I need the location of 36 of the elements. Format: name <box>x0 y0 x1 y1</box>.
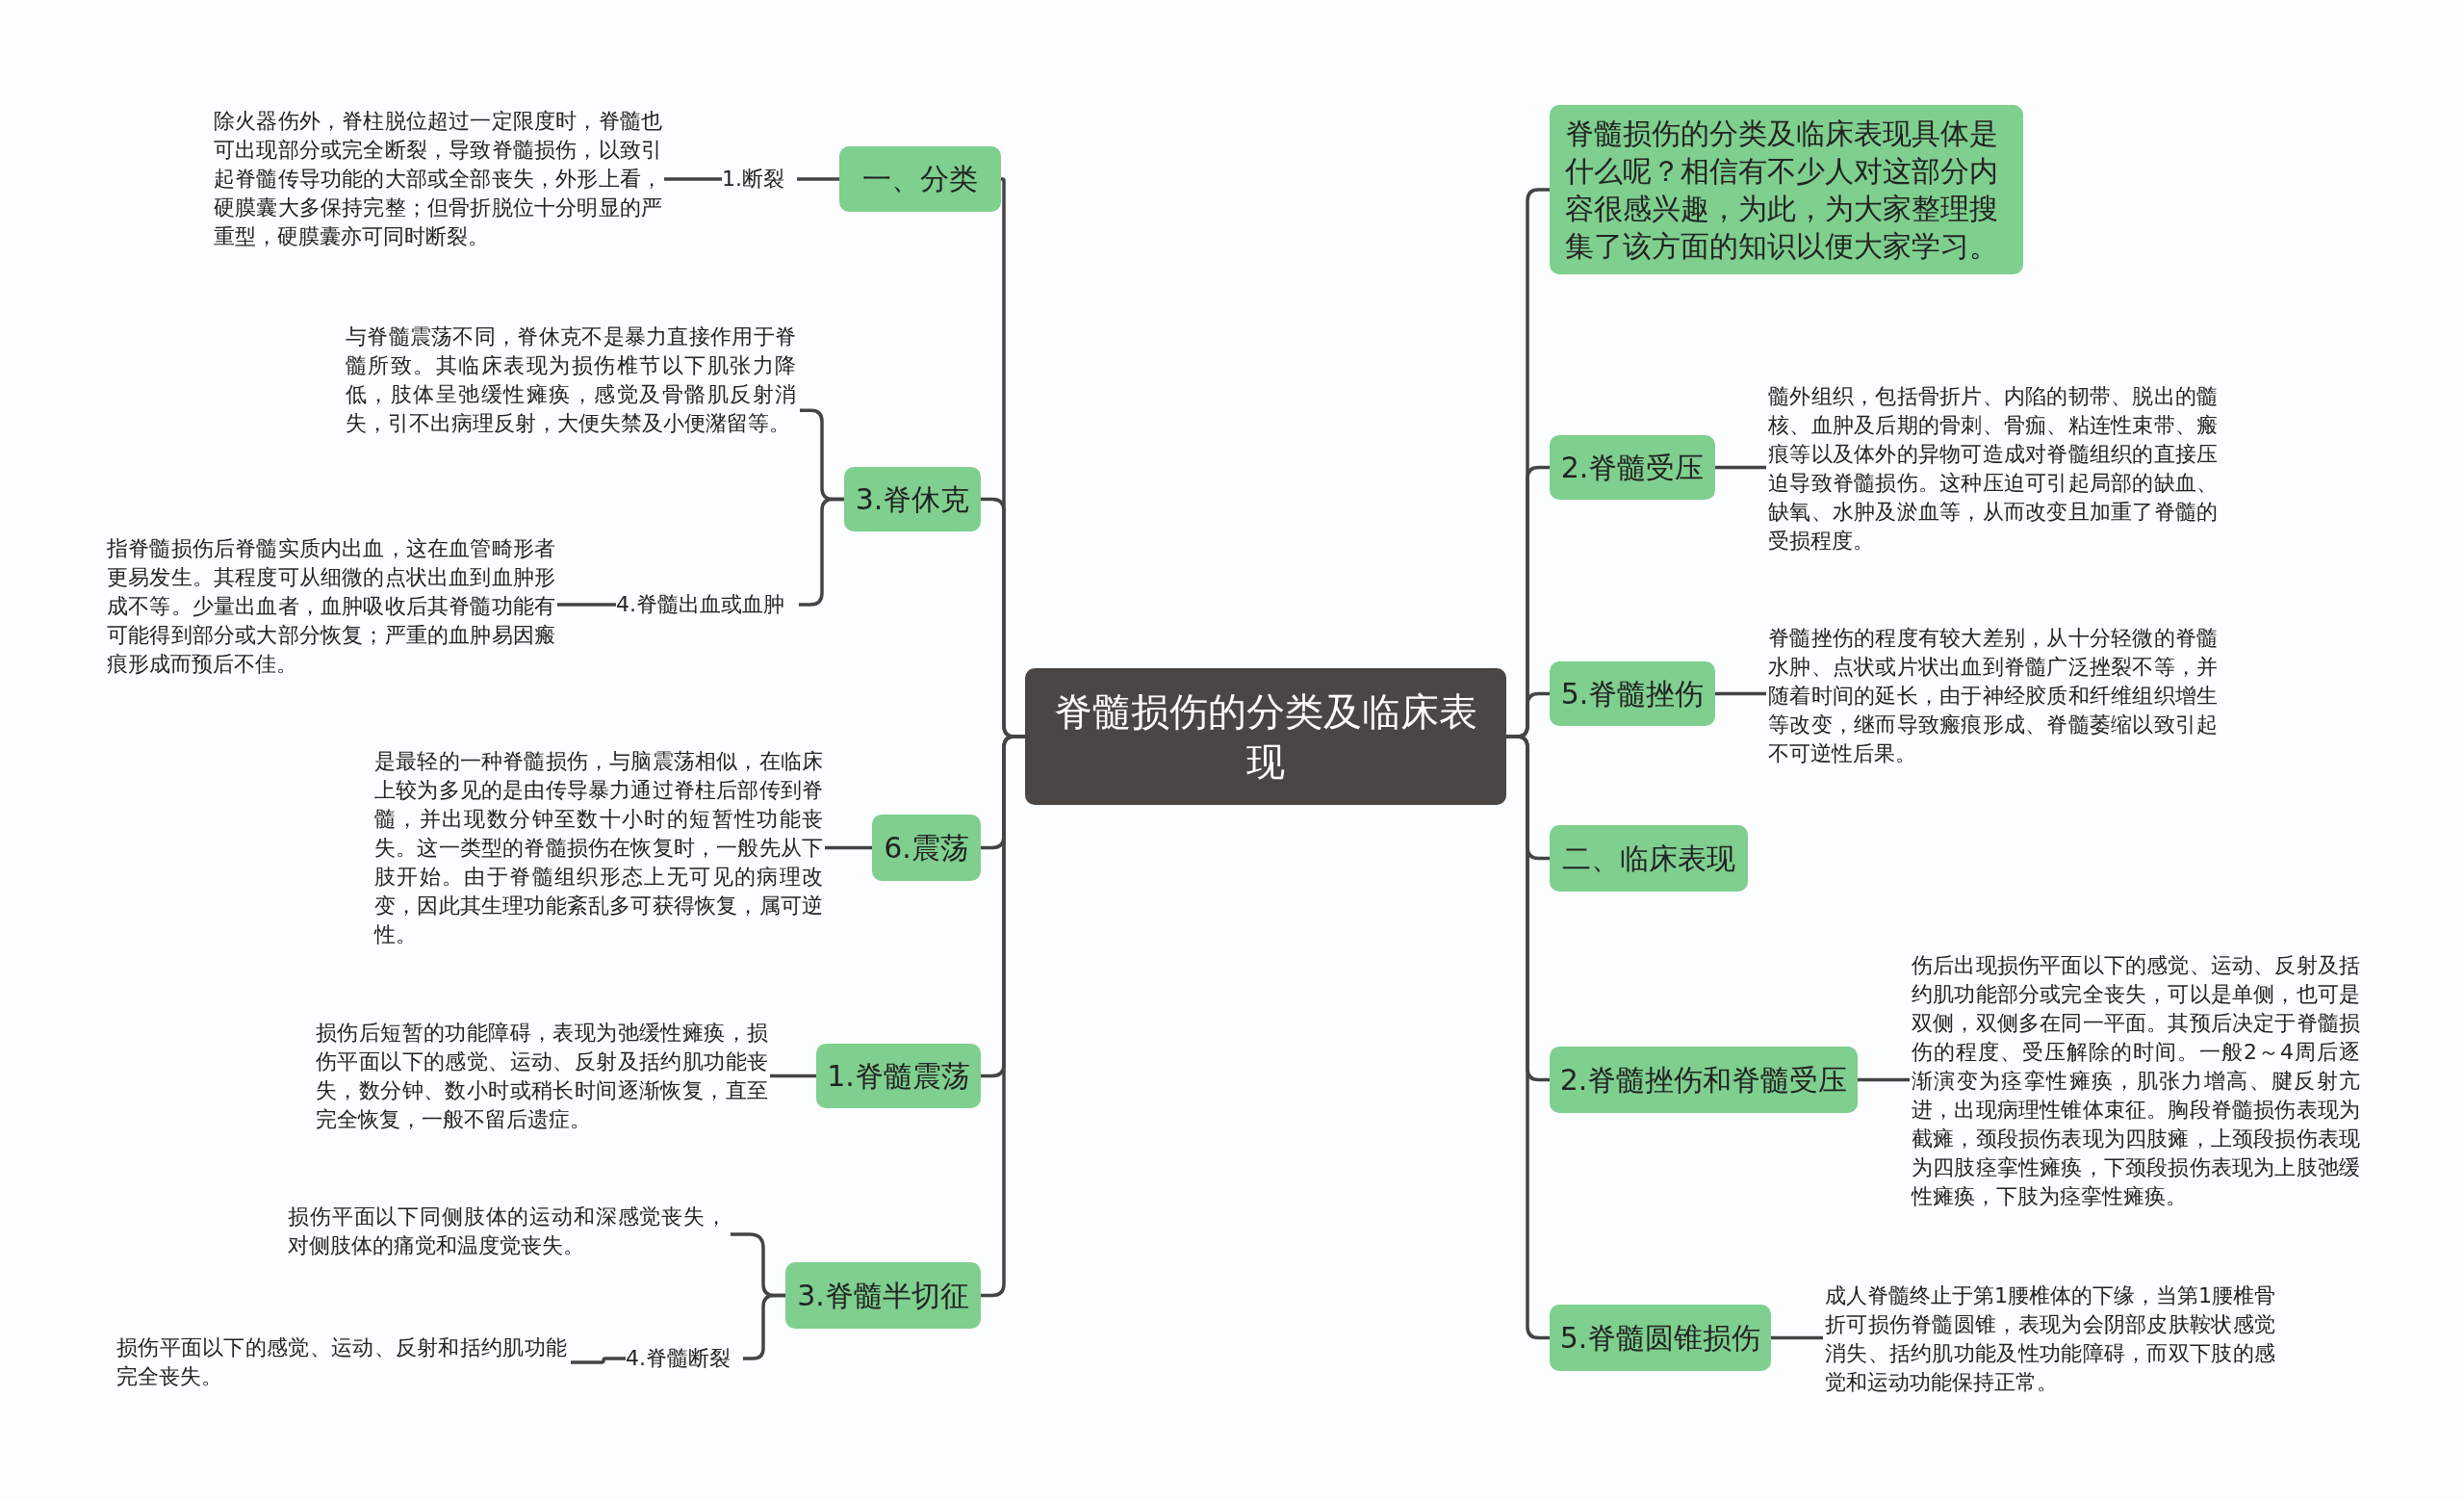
description-text: 是最轻的一种脊髓损伤，与脑震荡相似，在临床上较为多见的是由传导暴力通过脊柱后部传到脊髓，并出现数分钟至数十小时的短暂性功能丧失。这一类型的脊髓损伤在恢复时，一般先从下肢开始。由于脊髓组织形态上无可见的病理改变，因此其生理功能紊乱多可获得恢复，属可逆性。 <box>374 747 823 949</box>
connector-line <box>557 603 616 607</box>
topic-box: 5.脊髓挫伤 <box>1550 661 1715 726</box>
topic-box: 一、分类 <box>839 146 1001 212</box>
topic-box: 3.脊休克 <box>844 467 981 531</box>
topic-box: 2.脊髓挫伤和脊髓受压 <box>1550 1047 1858 1113</box>
topic-box: 1.脊髓震荡 <box>816 1044 981 1108</box>
central-topic-box: 脊髓损伤的分类及临床表现 <box>1025 668 1506 805</box>
description-text: 髓外组织，包括骨折片、内陷的韧带、脱出的髓核、血肿及后期的骨刺、骨痂、粘连性束带、瘢痕等以及体外的异物可造成对脊髓组织的直接压迫导致脊髓损伤。这种压迫可引起局部的缺血、缺氧、水肿及淤血等，从而改变且加重了脊髓的受损程度。 <box>1768 382 2218 556</box>
description-text: 损伤平面以下的感觉、运动、反射和括约肌功能完全丧失。 <box>116 1333 567 1391</box>
topic-box: 5.脊髓圆锥损伤 <box>1550 1305 1771 1371</box>
connector-line <box>571 1357 626 1364</box>
topic-box: 二、临床表现 <box>1550 825 1748 892</box>
subtopic-text: 4.脊髓出血或血肿 <box>616 590 795 619</box>
connector-line <box>825 845 872 850</box>
connector-line <box>1771 1335 1823 1340</box>
intro-box: 脊髓损伤的分类及临床表现具体是什么呢？相信有不少人对这部分内容很感兴趣，为此，为大家整理搜集了该方面的知识以便大家学习。 <box>1550 105 2023 274</box>
topic-box: 6.震荡 <box>872 815 981 881</box>
description-text: 损伤平面以下同侧肢体的运动和深感觉丧失，对侧肢体的痛觉和温度觉丧失。 <box>288 1203 727 1260</box>
connector-line <box>770 1074 816 1078</box>
description-text: 脊髓挫伤的程度有较大差别，从十分轻微的脊髓水肿、点状或片状出血到脊髓广泛挫裂不等，并随着时间的延长，由于神经胶质和纤维组织增生等改变，继而导致瘢痕形成、脊髓萎缩以致引起不可逆性后果。 <box>1768 624 2218 768</box>
description-text: 损伤后短暂的功能障碍，表现为弛缓性瘫痪，损伤平面以下的感觉、运动、反射及括约肌功能丧失，数分钟、数小时或稍长时间逐渐恢复，直至完全恢复，一般不留后遗症。 <box>316 1019 768 1134</box>
description-text: 指脊髓损伤后脊髓实质内出血，这在血管畸形者更易发生。其程度可从细微的点状出血到血肿形成不等。少量出血者，血肿吸收后其脊髓功能有可能得到部分或大部分恢复；严重的血肿易因瘢痕形成而预后不佳。 <box>107 534 555 679</box>
connector-line <box>1858 1077 1910 1082</box>
connector-line <box>1715 691 1766 696</box>
description-text: 除火器伤外，脊柱脱位超过一定限度时，脊髓也可出现部分或完全断裂，导致脊髓损伤，以致引起脊髓传导功能的大部或全部丧失，外形上看，硬膜囊大多保持完整；但骨折脱位十分明显的严重型，硬膜囊亦可同时断裂。 <box>214 107 662 251</box>
connector-line <box>1715 465 1766 470</box>
topic-box: 3.脊髓半切征 <box>785 1262 981 1329</box>
subtopic-text: 1.断裂 <box>722 165 795 194</box>
connector-line <box>797 177 839 181</box>
connector-line <box>664 177 722 181</box>
description-text: 与脊髓震荡不同，脊休克不是暴力直接作用于脊髓所致。其临床表现为损伤椎节以下肌张力降低，肢体呈弛缓性瘫痪，感觉及骨骼肌反射消失，引不出病理反射，大便失禁及小便潴留等。 <box>346 323 796 438</box>
subtopic-text: 4.脊髓断裂 <box>626 1344 739 1373</box>
topic-box: 2.脊髓受压 <box>1550 435 1715 500</box>
description-text: 伤后出现损伤平面以下的感觉、运动、反射及括约肌功能部分或完全丧失，可以是单侧，也可是双侧，双侧多在同一平面。其预后决定于脊髓损伤的程度、受压解除的时间。一般2～4周后逐渐演变为痉挛性瘫痪，肌张力增高、腱反射亢进，出现病理性锥体束征。胸段脊髓损伤表现为截瘫，颈段损伤表现为四肢瘫，上颈段损伤表现为四肢痉挛性瘫痪，下颈段损伤表现为上肢弛缓性瘫痪，下肢为痉挛性瘫痪。 <box>1912 951 2360 1211</box>
description-text: 成人脊髓终止于第1腰椎体的下缘，当第1腰椎骨折可损伤脊髓圆锥，表现为会阴部皮肤鞍状感觉消失、括约肌功能及性功能障碍，而双下肢的感觉和运动功能保持正常。 <box>1825 1281 2275 1397</box>
